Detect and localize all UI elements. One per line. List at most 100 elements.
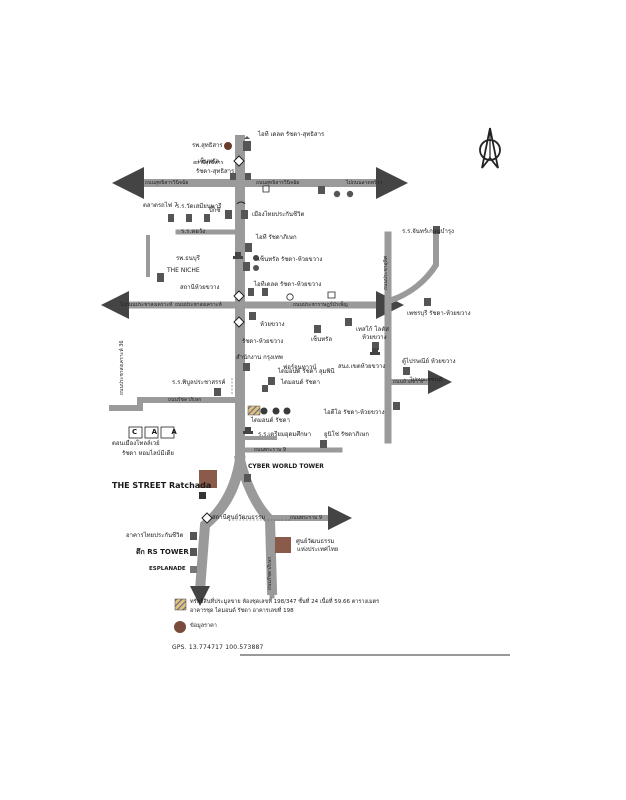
station-diamond-icons (201, 155, 245, 524)
label-road-sutthisan-left: ถนนสุทธิสารวินิจฉัย (145, 180, 189, 186)
building-icon (168, 214, 174, 222)
label-road-ratchada-mid: ถนนรัชดาภิเษก (168, 397, 202, 403)
the-street-block (199, 470, 217, 488)
label-road-rama9-right: ถนนพระราม 9 (290, 515, 323, 521)
label-school: ร.ร.วัดเสมียนนารี (176, 203, 222, 210)
label-huai-khwang: ห้วยขวาง (260, 321, 285, 328)
marker-group (199, 142, 291, 553)
label-school-left: ร.ร.หอวัง (181, 228, 206, 235)
caa-boxes (128, 426, 175, 439)
temple-icon (243, 427, 253, 434)
building-icon (249, 312, 256, 320)
building-icon (424, 298, 431, 306)
label-big-c: บิ๊กซี (209, 207, 221, 214)
label-cyber-world: CYBER WORLD TOWER (248, 463, 324, 470)
label-rs-tower: ตึก RS TOWER (136, 548, 189, 556)
diamond-ratchada-hatch (247, 405, 261, 416)
building-icon (243, 363, 250, 371)
label-ratchada-south: ไดมอนด์ รัชดา (251, 417, 290, 424)
building-icon (393, 402, 400, 410)
north-arrow-icon (479, 127, 501, 169)
label-market: ตลาดรถไฟ 7 (143, 202, 178, 209)
road-ratchadaphisek-south-right (233, 453, 278, 596)
legend-hatch-swatch (174, 598, 187, 611)
temple-icon (233, 252, 243, 259)
label-sutthisan-intersection: สถานีสุทธิสาร (193, 160, 224, 166)
label-phetchaburi: เพชรบุรี รัชดา-ห้วยขวาง (407, 310, 471, 317)
label-fortune: ฟอร์จูนทาวน์ (283, 364, 317, 371)
station-diamond-icon (233, 290, 245, 302)
legend-symbols (174, 598, 187, 633)
label-cultural-center: ศูนย์วัฒนธรรม (296, 538, 335, 545)
label-road-pracharat-left: ไปถนนประชาสงเคราะห์ (120, 302, 173, 308)
label-school-south: ร.ร.พิบูลประชาสรรค์ (172, 379, 226, 386)
building-icon (345, 318, 352, 326)
building-icon (157, 273, 164, 282)
building-icon (230, 173, 236, 180)
building-icon (243, 262, 250, 271)
label-north-left: รพ.สุทธิสาร (192, 142, 223, 149)
building-icon (248, 288, 254, 296)
legend-circle-swatch (174, 621, 186, 633)
building-icon (318, 186, 325, 194)
cultural-center-block (275, 537, 291, 553)
building-icon (262, 288, 268, 296)
leader-lines (231, 378, 290, 521)
road-right-diagonal (388, 232, 439, 304)
label-road-sutthisan-mid: ถนนสุทธิสารวินิจฉัย (256, 180, 300, 186)
legend-circle-text: ข้อมูลราคา (190, 623, 217, 629)
label-road-sutthisan-right: ไปถนนลาดพร้าว (346, 180, 383, 186)
label-north-left-3: รัชดา-สุทธิสาร (196, 168, 235, 175)
label-north-left-2: เซ็นทรัล (198, 158, 220, 165)
label-kasem-bundit: สำนักงาน กรุงเทพ (236, 354, 283, 361)
gps-coordinates: GPS. 13.774717 100.573887 (172, 644, 264, 651)
building-icon (190, 548, 197, 556)
temple-icon (370, 348, 380, 355)
label-huai-khwang-station: สถานีห้วยขวาง (180, 284, 220, 291)
label-road-pracharat-mid: ถนนประชาสงเคราะห์ (175, 302, 222, 308)
building-icon (403, 367, 410, 375)
label-it-huai-khwang: ไอทีเดลต รัชดา-ห้วยขวาง (254, 281, 322, 288)
label-wat: ยูนิโซ่ รัชดาภิเษก (324, 431, 369, 438)
marker-dark-icon (283, 407, 291, 415)
building-icon (186, 214, 192, 222)
building-icon (245, 173, 251, 180)
bus-icon (262, 185, 270, 193)
label-office: ตู้ไปรษณีย์ ห้วยขวาง (402, 358, 456, 365)
label-road-south-vert: ถนนรัชดาภิเษก (267, 556, 273, 590)
marker-brown-icon (224, 142, 232, 150)
building-icon (190, 532, 197, 540)
bus-icon (327, 291, 336, 299)
building-icon (433, 226, 440, 234)
label-residence: ไอดีโอ รัชดา-ห้วยขวาง (324, 409, 385, 416)
label-hospital: รพ.ธนบุรี (176, 255, 200, 262)
building-icon (243, 136, 251, 151)
label-cap-caption-2: รัชดา หอมไลบ์มีเดีย (122, 450, 174, 457)
building-icon (244, 474, 251, 482)
marker-dark-icon (260, 407, 268, 415)
station-diamond-icon (201, 512, 213, 524)
label-thailand-cultural: ไปถนนเพชรบุรี (410, 377, 443, 383)
building-icon (190, 566, 197, 573)
building-icon (204, 214, 210, 222)
label-school-right: ร.ร.จันทร์เกษมบำรุง (402, 228, 454, 235)
marker-dark-icon (253, 255, 259, 261)
label-ratchada-branch: เซ็นทรัล รัชดา-ห้วยขวาง (258, 256, 323, 263)
marker-dark-icon (333, 190, 341, 198)
label-diamond-2: ไดมอนด์ รัชดา (281, 379, 320, 386)
building-icon (262, 385, 268, 392)
label-esplanade: ESPLANADE (149, 566, 186, 572)
label-diamond: ไดมอนด์ รัชดา ลุมพินี (278, 368, 335, 375)
label-cap-caption: ดอนเมืองโทลล์เวย์ (112, 440, 160, 447)
label-central-life: เมืองไทยประกันชีวิต (252, 211, 305, 218)
station-diamond-icon (233, 155, 245, 167)
marker-dark-icon (346, 190, 354, 198)
label-rama9-station: สถานีศูนย์วัฒนธรรม (212, 514, 266, 521)
legend-hatch-text: ทรัพย์สินที่ประมูลขาย ห้องชุดเลขที่ 198/… (190, 599, 380, 605)
label-road-south: ถนนพระราม 9 (254, 447, 287, 453)
temple-icons (233, 185, 380, 434)
marker-dark-icon (253, 265, 259, 271)
label-aia: อาคารไทยประกันชีวิต (126, 532, 184, 539)
label-cap-box: C A A (132, 428, 183, 436)
